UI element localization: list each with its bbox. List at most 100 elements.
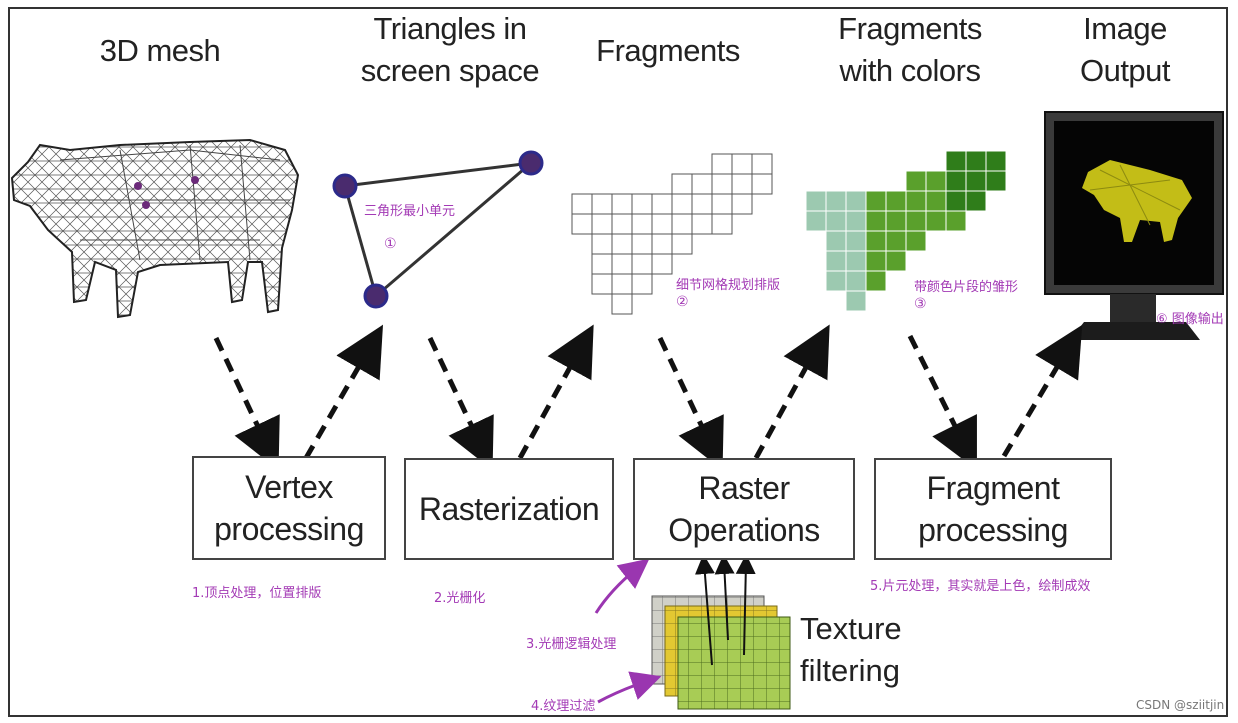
annotation-colored-shape: 带颜色片段的雏形	[914, 280, 1019, 295]
texture-stack-illustration	[651, 554, 791, 710]
rasterization-box: Rasterization	[404, 458, 614, 560]
fragment-cell	[731, 173, 753, 195]
fragment-cell	[591, 253, 613, 275]
annotation-image-output: ⑥ 图像输出	[1156, 312, 1224, 327]
colored-fragment-cell	[945, 170, 967, 192]
fragment-cell	[691, 213, 713, 235]
screen-space-triangle	[332, 150, 544, 309]
fragment-cell	[611, 253, 633, 275]
colored-fragment-cell	[885, 230, 907, 252]
annotation-step-3: 3.光栅逻辑处理	[526, 637, 617, 652]
colored-fragment-cell	[905, 190, 927, 212]
annotation-grid-layout: 细节网格规划排版	[676, 278, 781, 293]
raster-operations-box: Raster Operations	[633, 458, 855, 560]
colored-fragment-cell	[925, 170, 947, 192]
colored-fragment-cell	[905, 210, 927, 232]
colored-fragment-cell	[965, 170, 987, 192]
fragment-cell	[611, 293, 633, 315]
diagram-frame	[8, 7, 1228, 717]
annotation-step-1: 1.顶点处理，位置排版	[192, 586, 322, 601]
fragment-cell	[611, 273, 633, 295]
colored-fragment-cell	[865, 190, 887, 212]
colored-fragment-cell	[825, 250, 847, 272]
colored-fragment-cell	[945, 150, 967, 172]
colored-fragment-grid	[805, 150, 1007, 312]
colored-fragment-cell	[865, 230, 887, 252]
colored-fragment-cell	[845, 190, 867, 212]
colored-fragment-cell	[965, 150, 987, 172]
fragment-cell	[611, 213, 633, 235]
fragment-cell	[711, 213, 733, 235]
colored-fragment-cell	[985, 170, 1007, 192]
fragment-cell	[691, 193, 713, 215]
colored-fragment-cell	[905, 230, 927, 252]
fragment-cell	[651, 213, 673, 235]
pipeline-arrows	[213, 324, 1083, 471]
colored-fragment-cell	[865, 210, 887, 232]
title-3d-mesh: 3D mesh	[99, 33, 221, 68]
annotation-circled-3: ③	[914, 296, 927, 312]
fragment-cell	[591, 233, 613, 255]
annotation-circled-2: ②	[676, 294, 689, 310]
fragment-cell	[591, 273, 613, 295]
vertex-processing-box: Vertex processing	[192, 456, 386, 560]
annotation-step-5: 5.片元处理，其实就是上色，绘制成效	[870, 579, 1091, 594]
colored-fragment-cell	[805, 190, 827, 212]
colored-fragment-cell	[925, 190, 947, 212]
colored-fragment-cell	[885, 190, 907, 212]
fragment-cell	[571, 193, 593, 215]
fragment-grid	[571, 153, 773, 315]
fragment-cell	[571, 213, 593, 235]
fragment-cell	[591, 213, 613, 235]
fragment-cell	[611, 233, 633, 255]
annotation-circled-1: ①	[384, 236, 397, 252]
annotation-triangle-unit: 三角形最小单元	[364, 204, 456, 219]
colored-fragment-cell	[845, 250, 867, 272]
fragment-cell	[751, 173, 773, 195]
annotation-step-2: 2.光栅化	[434, 591, 486, 606]
fragment-cell	[651, 253, 673, 275]
fragment-cell	[711, 173, 733, 195]
fragment-cell	[691, 173, 713, 195]
title-image-output: Image Output	[1079, 11, 1171, 88]
fragment-processing-box: Fragment processing	[874, 458, 1112, 560]
fragment-cell	[711, 193, 733, 215]
colored-fragment-cell	[825, 270, 847, 292]
fragment-cell	[671, 233, 693, 255]
watermark: CSDN @sziitjin	[1136, 698, 1225, 712]
colored-fragment-cell	[805, 210, 827, 232]
colored-fragment-cell	[825, 190, 847, 212]
fragment-cell	[671, 173, 693, 195]
fragment-cell	[631, 253, 653, 275]
fragment-cell	[731, 193, 753, 215]
title-fragments-with-colors: Fragments with colors	[838, 11, 982, 88]
fragment-cell	[631, 213, 653, 235]
colored-fragment-cell	[825, 210, 847, 232]
fragment-cell	[631, 233, 653, 255]
fragment-cell	[651, 233, 673, 255]
colored-fragment-cell	[865, 270, 887, 292]
fragment-cell	[591, 193, 613, 215]
colored-fragment-cell	[905, 170, 927, 192]
fragment-cell	[611, 193, 633, 215]
annotation-step-4: 4.纹理过滤	[531, 699, 596, 714]
colored-fragment-cell	[845, 230, 867, 252]
fragment-cell	[751, 153, 773, 175]
cow-mesh-illustration	[10, 138, 300, 319]
title-fragments: Fragments	[596, 33, 740, 68]
colored-fragment-cell	[985, 150, 1007, 172]
colored-fragment-cell	[865, 250, 887, 272]
fragment-cell	[671, 193, 693, 215]
colored-fragment-cell	[845, 270, 867, 292]
fragment-cell	[631, 273, 653, 295]
colored-fragment-cell	[845, 210, 867, 232]
colored-fragment-cell	[885, 250, 907, 272]
monitor-output-illustration	[1044, 111, 1224, 340]
annotation-arrows	[594, 558, 662, 704]
colored-fragment-cell	[925, 210, 947, 232]
fragment-cell	[651, 193, 673, 215]
texture-filtering-label: Texture filtering	[800, 611, 902, 688]
colored-fragment-cell	[825, 230, 847, 252]
